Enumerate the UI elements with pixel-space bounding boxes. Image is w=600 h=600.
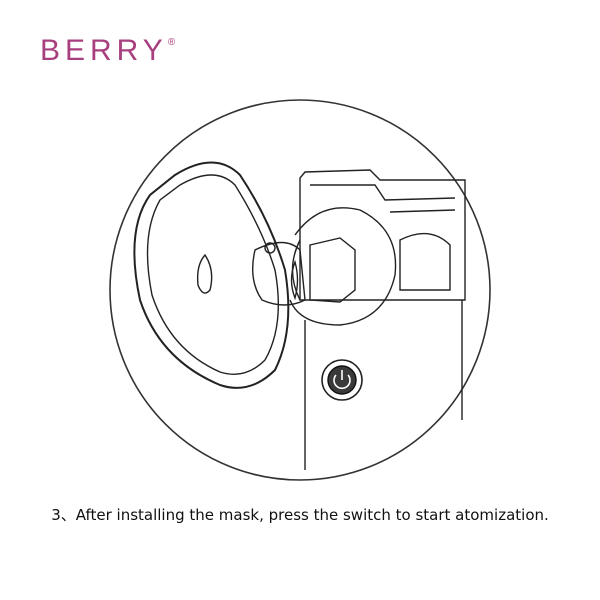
connector [289,207,397,326]
mask-port [290,259,299,301]
mask-opening [196,253,213,294]
mask-valve [264,242,276,254]
registered-mark: ® [167,37,176,48]
instruction-text: After installing the mask, press the swi… [75,506,549,524]
device-top [299,169,466,301]
illustration-frame [109,99,491,481]
power-button[interactable] [321,359,363,401]
instruction-caption: 3、After installing the mask, press the s… [0,504,600,525]
brand-name: BERRY [40,34,168,67]
step-number: 3、 [51,506,76,524]
device-details [310,184,456,291]
mask-outer [133,161,290,389]
mask-neck [252,241,306,306]
mask-inner [146,174,279,375]
power-icon [333,374,351,390]
device-body [304,300,463,470]
brand-logo: BERRY® [40,36,175,66]
